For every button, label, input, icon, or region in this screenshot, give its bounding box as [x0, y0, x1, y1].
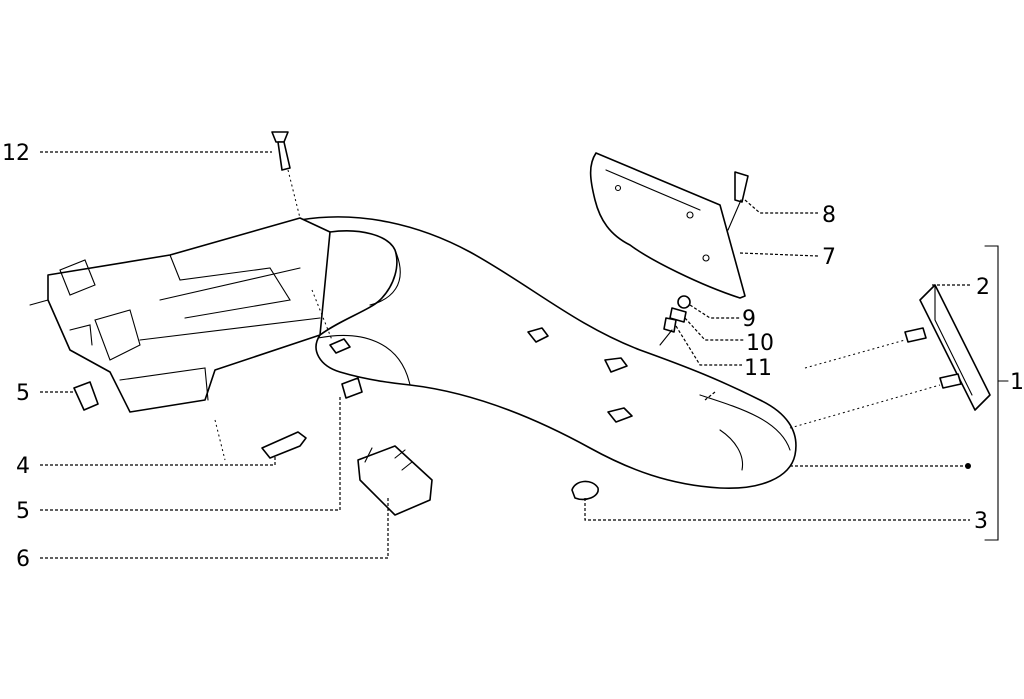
- plate-part-7: [589, 152, 746, 299]
- block-part-6: [357, 445, 433, 516]
- left-bracket-assembly: [29, 217, 331, 413]
- clip-part-5a: [73, 381, 99, 411]
- callout-labels: 12 8 7 2 9 10 11 1 5 4 5 3 6: [2, 141, 1024, 572]
- callout-2: 2: [976, 275, 990, 300]
- screw-part-12: [271, 131, 301, 219]
- cap-part-3: [571, 480, 599, 501]
- callout-10: 10: [746, 331, 774, 356]
- screw-part-8: [727, 171, 749, 231]
- main-fender-part: [299, 216, 797, 489]
- callout-11: 11: [744, 356, 772, 381]
- mount-hole-1: [527, 327, 549, 343]
- fastener-set-9-10-11: [659, 295, 691, 346]
- leader-lines: [40, 151, 1009, 559]
- bracket-part-2: [904, 284, 991, 411]
- assembly-line-1: [804, 339, 906, 369]
- callout-8: 8: [822, 203, 836, 228]
- callout-4: 4: [16, 454, 30, 479]
- callout-1: 1: [1010, 370, 1024, 395]
- callout-5b: 5: [16, 499, 30, 524]
- callout-9: 9: [742, 307, 756, 332]
- mount-hole-4: [329, 338, 351, 354]
- assembly-line-3: [214, 419, 226, 461]
- clip-part-5b: [341, 377, 363, 399]
- callout-3: 3: [974, 509, 988, 534]
- pin-part-4: [261, 431, 307, 459]
- callout-6: 6: [16, 547, 30, 572]
- mount-hole-3: [607, 407, 633, 423]
- assembly-line-2: [789, 384, 941, 429]
- callout-7: 7: [822, 245, 836, 270]
- callout-12: 12: [2, 141, 30, 166]
- mount-hole-2: [604, 357, 628, 373]
- callout-5a: 5: [16, 381, 30, 406]
- assembly-line-4: [311, 289, 333, 341]
